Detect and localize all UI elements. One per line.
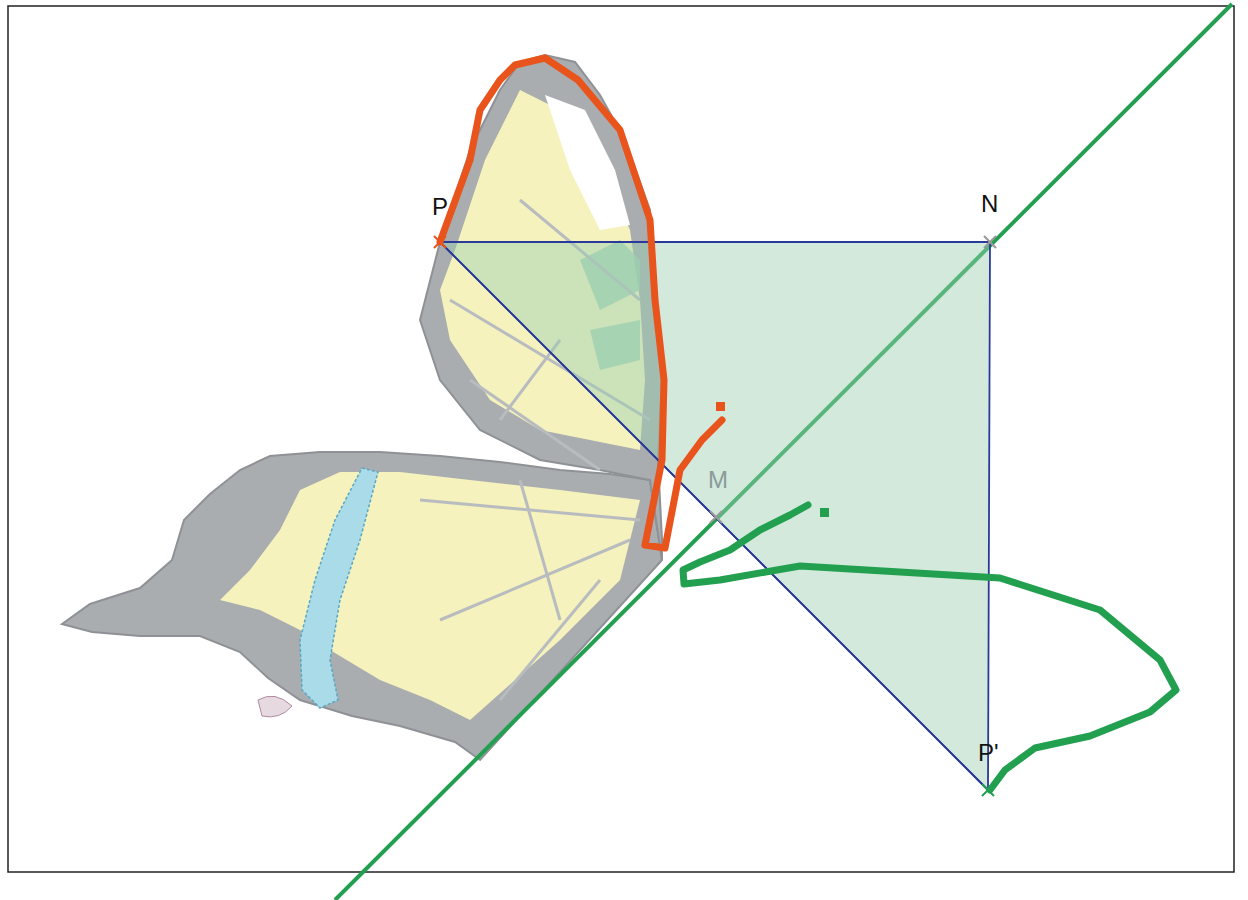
point-label: P: [432, 194, 448, 220]
traced-outline: [440, 58, 722, 548]
hind-wing-white: [120, 639, 223, 690]
hind-wing-veins: [420, 480, 640, 700]
hind-wing-yellow: [220, 472, 640, 720]
construction-triangle: [440, 242, 990, 790]
hind-wing: [62, 452, 662, 760]
mirror-line: [335, 4, 1232, 900]
trace-end: [716, 402, 725, 411]
segment-pp: [440, 242, 988, 790]
point-label: N: [981, 191, 998, 217]
point-label: P': [978, 740, 999, 766]
frame: [8, 6, 1234, 872]
fore-wing-white: [545, 95, 630, 230]
point-label: M: [708, 467, 728, 493]
reflected-end: [820, 508, 829, 517]
blue-band: [300, 468, 378, 708]
hind-wing-spot: [258, 696, 292, 717]
point-marks: [434, 236, 996, 796]
reflected-outline: [683, 505, 1176, 790]
